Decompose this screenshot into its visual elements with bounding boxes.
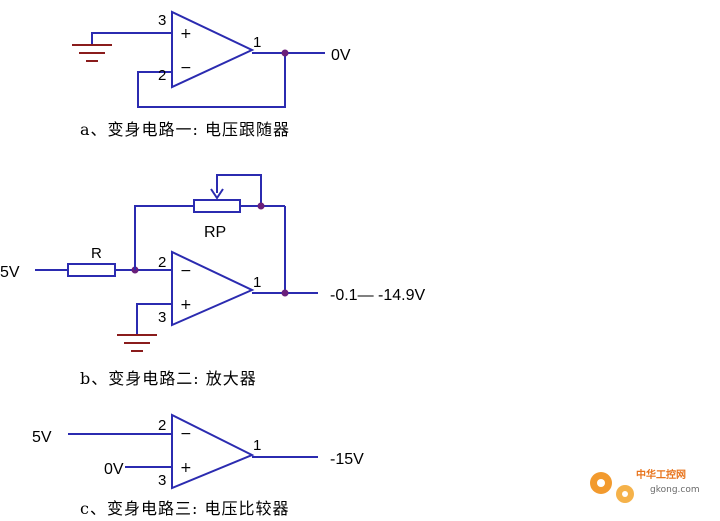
pot-wiper-arrow (210, 188, 224, 200)
ground-symbol-a (72, 44, 112, 62)
feedback-left-wire (134, 205, 194, 270)
caption-b: b、变身电路二: 放大器 (80, 369, 257, 388)
potentiometer-label-rp: RP (204, 224, 226, 241)
minus-sign-b: − (180, 263, 192, 279)
pin-2-label-a: 2 (158, 67, 166, 84)
input-label-b: 5V (0, 264, 20, 281)
plus-sign-c: + (180, 460, 192, 476)
pin-3-label-b: 3 (158, 309, 166, 326)
opamp-b-noninv-wire (136, 303, 172, 334)
output-label-b: -0.1— -14.9V (330, 287, 425, 304)
opamp-a-triangle (171, 10, 255, 89)
pin-3-label-c: 3 (158, 472, 166, 489)
watermark-logo: 中华工控网 gkong.com (590, 468, 700, 503)
circuit-b: 5V R RP 2 3 1 − + -0.1— -14.9V b、变身电路二: … (0, 174, 425, 388)
watermark-name: 中华工控网 (636, 468, 686, 481)
junction-dot-b-output (281, 289, 289, 297)
opamp-a-noninv-wire (91, 32, 172, 45)
minus-sign-a: − (180, 60, 192, 76)
plus-sign-a: + (180, 26, 192, 42)
output-label-a: 0V (331, 47, 351, 64)
circuit-c: 5V 0V 2 3 1 − + -15V c、变身电路三: 电压比较器 (32, 413, 364, 518)
junction-dot-a (281, 49, 289, 57)
resistor-r (67, 263, 116, 277)
pin-1-label-a: 1 (253, 34, 261, 51)
pin-2-label-b: 2 (158, 254, 166, 271)
resistor-label-r: R (91, 245, 102, 262)
caption-a: a、变身电路一: 电压跟随器 (80, 120, 290, 139)
pin-1-label-b: 1 (253, 274, 261, 291)
output-label-c: -15V (330, 451, 364, 468)
opamp-a-feedback-wire (137, 53, 286, 108)
opamp-b-triangle (171, 250, 255, 327)
watermark-url: gkong.com (650, 485, 700, 495)
plus-sign-b: + (180, 297, 192, 313)
input-top-label-c: 5V (32, 429, 52, 446)
junction-dot-b-pot (257, 202, 265, 210)
pin-3-label-a: 3 (158, 12, 166, 29)
minus-sign-c: − (180, 426, 192, 442)
potentiometer-rp (193, 199, 241, 213)
ground-symbol-b (117, 334, 157, 352)
gear-icon (590, 472, 634, 503)
pin-1-label-c: 1 (253, 437, 261, 454)
circuit-a: 3 2 1 + − 0V a、变身电路一: 电压跟随器 (72, 10, 351, 139)
caption-c: c、变身电路三: 电压比较器 (80, 499, 289, 518)
opamp-c-triangle (171, 413, 255, 490)
pot-wiper-wire (216, 174, 262, 206)
input-bottom-label-c: 0V (104, 461, 124, 478)
pin-2-label-c: 2 (158, 417, 166, 434)
